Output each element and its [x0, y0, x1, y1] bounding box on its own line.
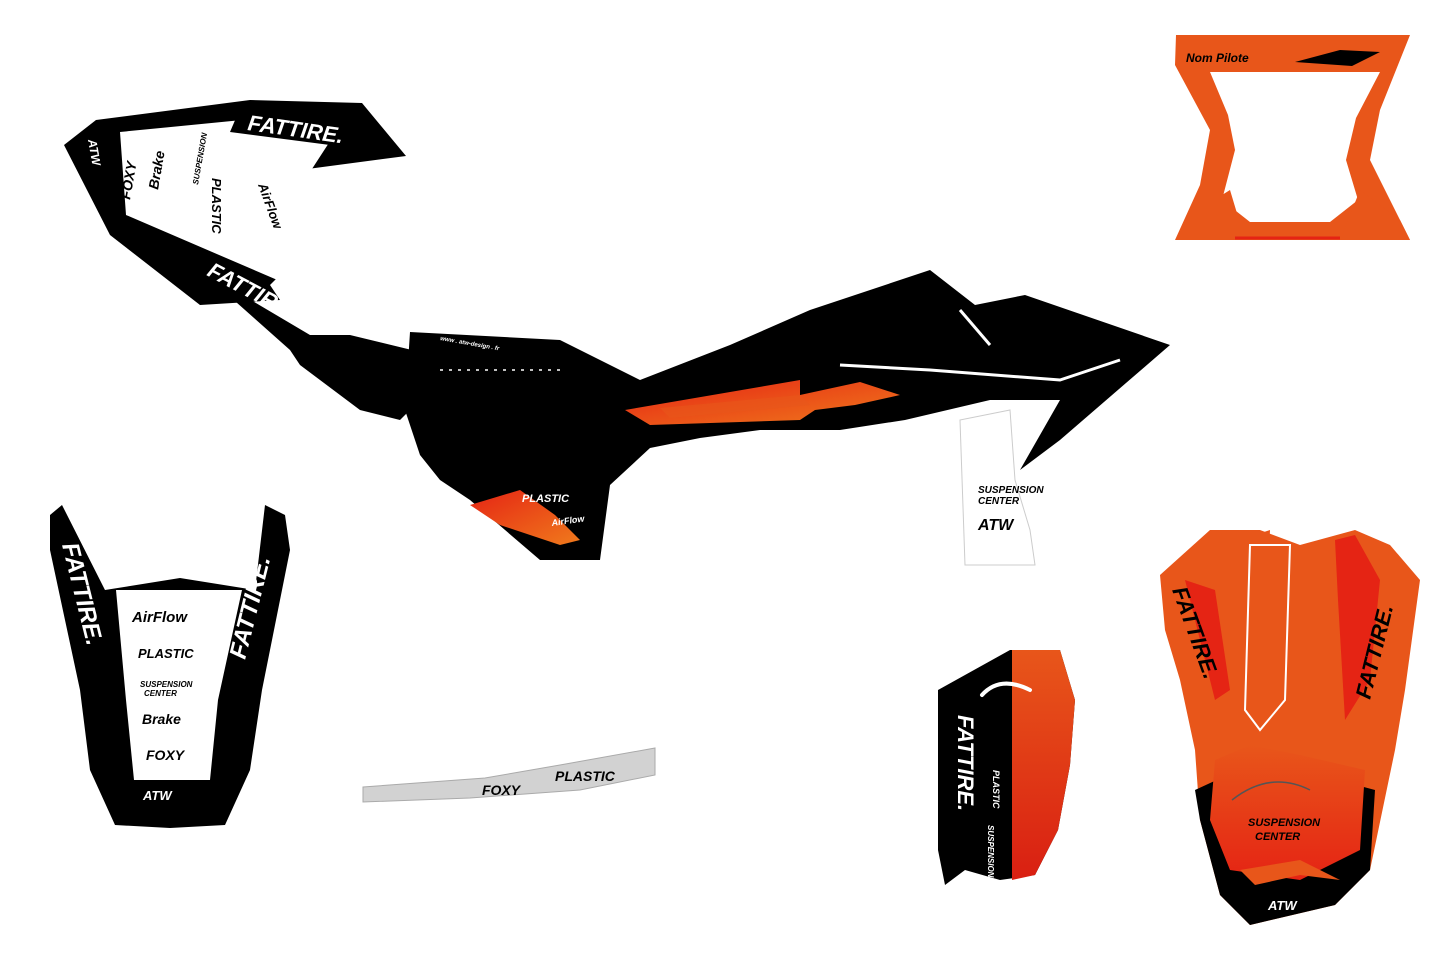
fattire-label: FATTIRE. [953, 715, 978, 811]
suspension-label: SUSPENSION [978, 485, 1044, 496]
center-label: CENTER [978, 496, 1020, 507]
center-label: CENTER [144, 689, 177, 698]
atw-label: ATW [142, 788, 173, 803]
suspension-label: SUSPENSION [140, 680, 193, 689]
suspension-label: SUSPENSION [1248, 817, 1321, 829]
airflow-label: AirFlow [131, 609, 188, 626]
front-fender-decal: FATTIRE. FATTIRE. AirFlow PLASTIC SUSPEN… [50, 505, 290, 828]
center-label: CENTER [1255, 831, 1300, 843]
rear-fender-decal: FATTIRE. PLASTIC Brake FOXY SUSPENSION A… [64, 100, 406, 305]
brake-label: Brake [142, 711, 181, 727]
headlight-decal: FATTIRE. FATTIRE. SUSPENSION CENTER ATW [1160, 530, 1420, 925]
plastic-label: PLASTIC [209, 178, 224, 234]
suspension-label: SUSPENSION [986, 825, 995, 878]
atw-label: ATW [977, 517, 1015, 534]
front-number-plate: Nom Pilote [1175, 35, 1410, 240]
atw-label: ATW [1267, 898, 1298, 913]
plastic-label: PLASTIC [555, 768, 616, 784]
brake-label: Brake [145, 149, 168, 190]
foxy-label: FOXY [117, 159, 140, 201]
plastic-label: PLASTIC [522, 493, 570, 505]
airflow-label: AirFlow [550, 513, 586, 528]
seat-decal: FOXY PLASTIC [362, 747, 656, 803]
fork-guard-decal: FATTIRE. PLASTIC SUSPENSION [938, 650, 1075, 885]
plastic-label: PLASTIC [138, 646, 194, 661]
foxy-label: FOXY [146, 747, 186, 763]
plastic-label: PLASTIC [991, 770, 1001, 809]
foxy-label: FOXY [482, 782, 522, 798]
nom-pilote-label: Nom Pilote [1186, 51, 1249, 65]
main-side-decal: FATTIRE. www . atw-design . fr PLASTIC A… [200, 257, 1170, 566]
atw-label: ATW [85, 137, 104, 168]
